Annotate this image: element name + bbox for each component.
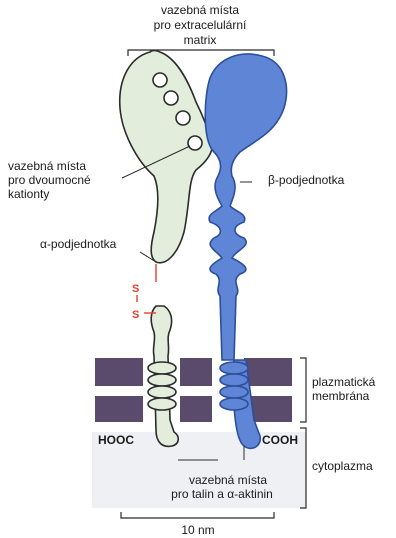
label-extracellular-line3: matrix <box>184 33 217 47</box>
membrane-upper-band-right <box>244 358 292 386</box>
label-cooh: COOH <box>262 433 298 447</box>
label-cation-line2: pro dvoumocné <box>8 173 91 187</box>
scale-bracket <box>121 512 274 518</box>
label-beta-subunit: β-podjednotka <box>268 173 345 187</box>
label-talin-line2: pro talin a α-aktinin <box>171 487 273 501</box>
label-membrane-line1: plazmatická <box>312 375 376 389</box>
cation-loop-2 <box>164 91 178 105</box>
membrane-lower-band-left <box>95 396 143 422</box>
membrane-upper-band-mid <box>180 358 212 386</box>
alpha-transmembrane-helix <box>148 362 176 410</box>
label-scale: 10 nm <box>181 523 214 537</box>
membrane-bracket <box>300 358 306 422</box>
disulfide-bond: S S <box>132 264 156 321</box>
label-hooc: HOOC <box>98 433 134 447</box>
membrane-upper-band-left <box>95 358 143 386</box>
alpha-helix-turn <box>148 398 176 410</box>
label-extracellular-line2: pro extracelulární <box>154 18 247 32</box>
alpha-helix-turn <box>148 374 176 386</box>
label-extracellular-line1: vazebná místa <box>161 3 239 17</box>
beta-helix-turn <box>220 386 248 398</box>
cation-loop-3 <box>176 111 190 125</box>
alpha-helix-turn <box>148 386 176 398</box>
alpha-helix-turn <box>148 362 176 374</box>
beta-helix-turn <box>220 374 248 386</box>
cation-loop-4 <box>188 136 202 150</box>
beta-helix-turn <box>220 398 248 410</box>
sulfur-bottom: S <box>132 309 139 321</box>
sulfur-top: S <box>132 283 139 295</box>
beta-helix-turn <box>220 362 248 374</box>
label-talin-line1: vazebná místa <box>189 473 267 487</box>
plasma-membrane <box>95 358 292 422</box>
membrane-lower-band-mid <box>180 396 212 422</box>
label-cytoplasm: cytoplazma <box>312 459 373 473</box>
label-membrane-line2: membrána <box>312 389 370 403</box>
cation-loop-1 <box>153 73 167 87</box>
label-cation-line1: vazebná místa <box>8 159 86 173</box>
label-alpha-subunit: α-podjednotka <box>40 237 117 251</box>
label-cation-line3: kationty <box>8 187 49 201</box>
